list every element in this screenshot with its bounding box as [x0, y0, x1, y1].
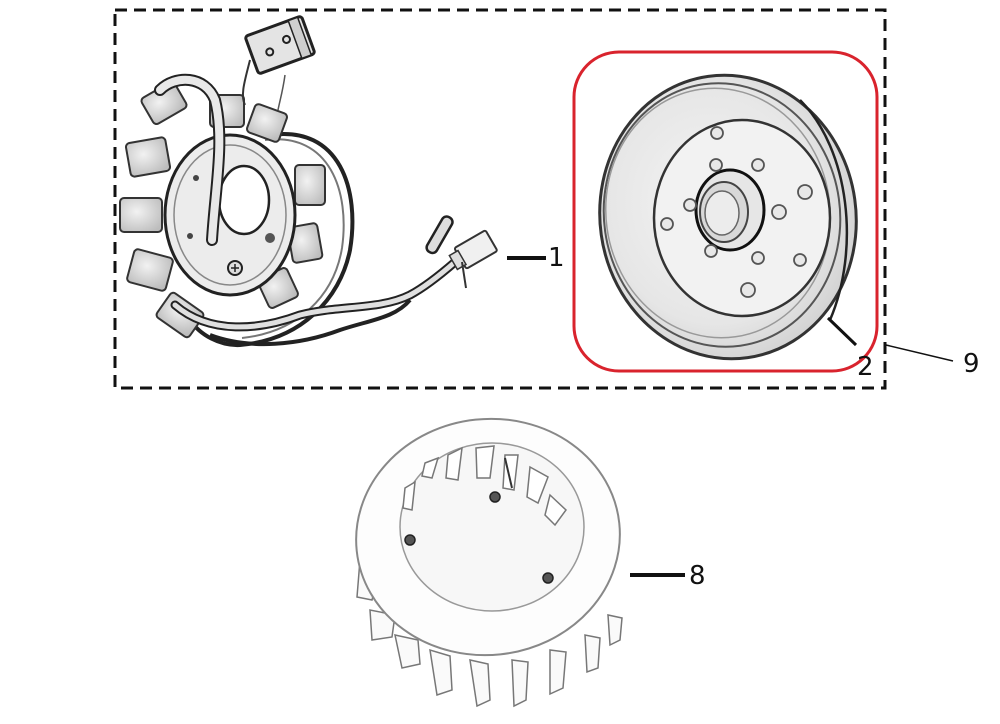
callout-line-9 [885, 344, 954, 362]
highlight-box [572, 50, 879, 373]
callout-label-9: 9 [963, 349, 980, 379]
stator-part[interactable] [119, 15, 498, 348]
callout-label-8: 8 [689, 561, 706, 591]
assembly-group-box [113, 8, 887, 390]
callout-label-1: 1 [548, 243, 565, 273]
fan-part[interactable] [344, 406, 631, 708]
callout-label-2: 2 [857, 352, 874, 382]
flywheel-part[interactable] [581, 59, 874, 376]
callout-line-2 [826, 316, 858, 347]
